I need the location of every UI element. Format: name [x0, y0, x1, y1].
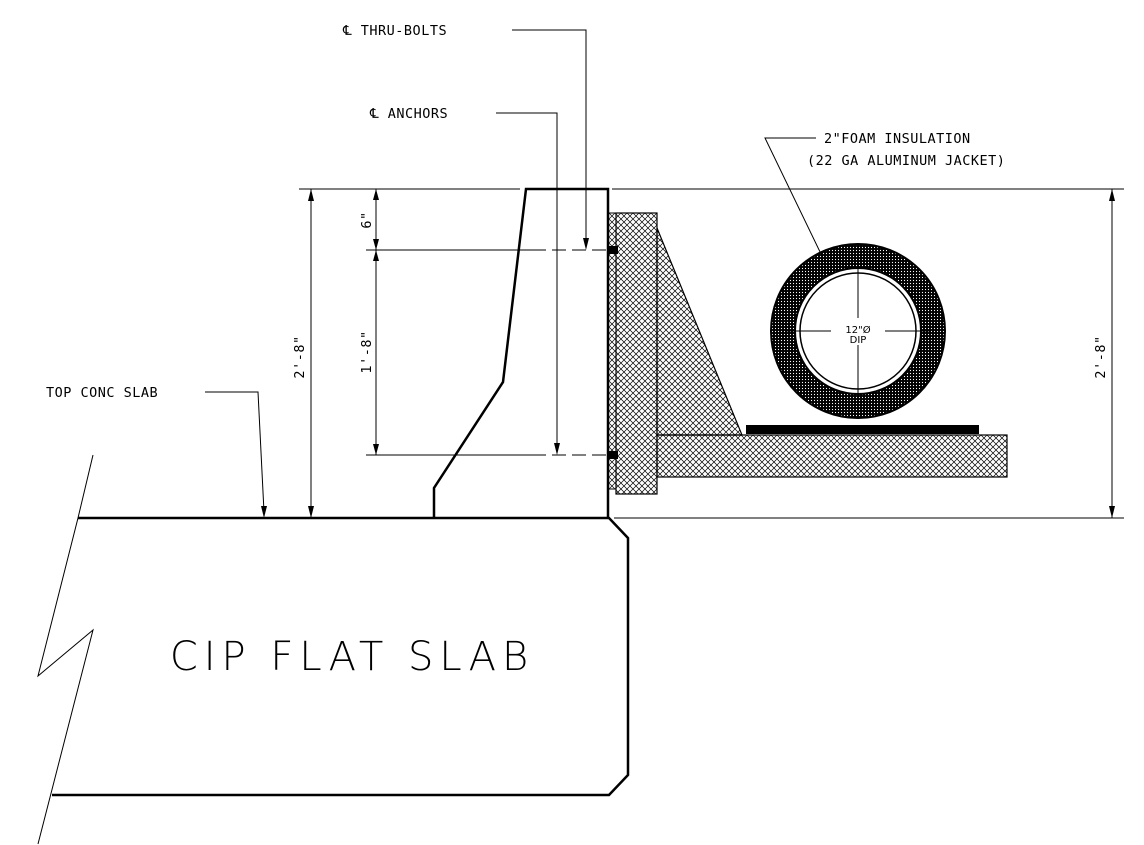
cip-flat-slab: CIP FLAT SLAB [37, 454, 630, 845]
concrete-barrier [432, 187, 610, 518]
insulation-label-line1: 2"FOAM INSULATION [824, 131, 971, 147]
shim-plate [607, 212, 617, 490]
horizontal-arm [656, 434, 1008, 478]
callout-top-conc-slab: TOP CONC SLAB [46, 385, 267, 518]
slab-title: CIP FLAT SLAB [170, 634, 534, 680]
pipe-type-text: DIP [850, 335, 867, 346]
dim-overall-right-text: 2'-8" [1093, 335, 1109, 378]
dim-anchor-spacing-text: 1'-8" [359, 330, 375, 373]
thru-bolt-top [608, 246, 618, 254]
dimension-anchor-spacing: 1'-8" [359, 250, 606, 456]
callout-foam-insulation: 2"FOAM INSULATION (22 GA ALUMINUM JACKET… [764, 131, 1005, 257]
insulation-label-line2: (22 GA ALUMINUM JACKET) [807, 153, 1005, 169]
pipe-size-text: 12"Ø [845, 324, 870, 336]
dimension-overall-right: 2'-8" [612, 188, 1124, 519]
callout-anchors: ℄ ANCHORS [369, 106, 560, 455]
insulated-pipe: 12"Ø DIP [770, 243, 946, 419]
top-conc-slab-label: TOP CONC SLAB [46, 385, 158, 401]
gusset [656, 227, 743, 436]
bearing-pad [746, 425, 979, 434]
dimension-top-offset: 6" [359, 189, 606, 251]
dim-top-offset-text: 6" [359, 211, 375, 228]
callout-thru-bolts: ℄ THRU-BOLTS [342, 23, 589, 250]
thru-bolt-bottom [608, 451, 618, 459]
dimension-overall-left: 2'-8" [292, 188, 520, 518]
pipe-support-bracket [607, 212, 1008, 495]
dim-overall-left-text: 2'-8" [292, 335, 308, 378]
anchors-label: ℄ ANCHORS [369, 106, 448, 122]
vertical-plate [615, 212, 658, 495]
thru-bolts-label: ℄ THRU-BOLTS [342, 23, 447, 39]
